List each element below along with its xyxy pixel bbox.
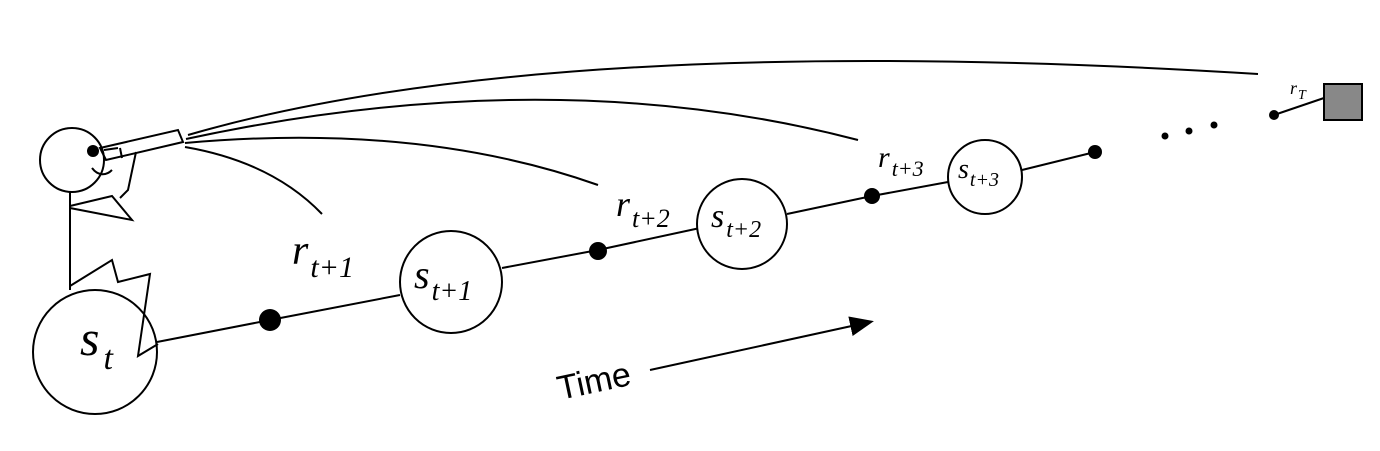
reward-dot-t3 — [864, 188, 880, 204]
time-label: Time — [554, 355, 635, 408]
reward-label-t1: rt+1 — [292, 228, 354, 284]
reward-label-t3: rt+3 — [878, 141, 924, 181]
time-arrow — [649, 316, 874, 371]
chain-link-4 — [1021, 151, 1096, 171]
reward-dot-t4 — [1088, 145, 1102, 159]
reward-label-t2: rt+2 — [616, 184, 670, 233]
state-node-t — [32, 289, 158, 415]
view-line-rT — [187, 60, 1259, 136]
state-label-t2: st+2 — [711, 198, 761, 243]
chain-link-terminal — [1273, 97, 1325, 116]
state-label-t3: st+3 — [958, 154, 999, 191]
view-line-r3 — [185, 98, 859, 141]
terminal-state-square — [1323, 83, 1363, 121]
reward-dot-t2 — [589, 242, 607, 260]
reward-label-terminal: rT — [1290, 78, 1307, 103]
state-node-t2 — [696, 178, 788, 270]
ellipsis-dots — [1161, 121, 1218, 140]
state-node-t1 — [399, 230, 503, 334]
view-line-r1 — [184, 146, 323, 215]
reward-dot-t1 — [259, 309, 281, 331]
state-label-t1: st+1 — [414, 252, 472, 307]
state-node-t3 — [947, 139, 1023, 215]
agent-figure-icon — [39, 127, 185, 358]
reward-dot-terminal — [1269, 110, 1279, 120]
view-line-r2 — [184, 136, 599, 186]
